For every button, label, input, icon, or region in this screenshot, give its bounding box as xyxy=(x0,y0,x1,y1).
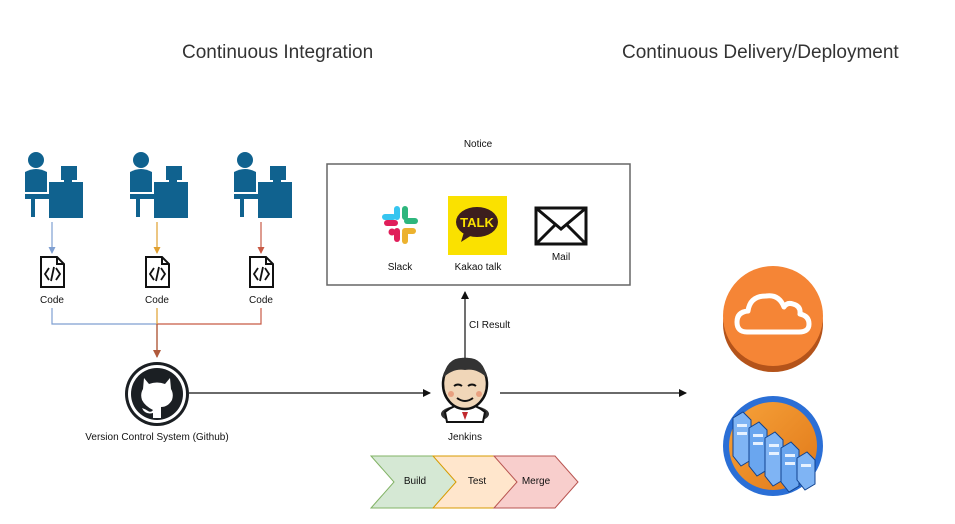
ci-heading: Continuous Integration xyxy=(182,42,374,63)
kakaotalk-badge: TALK xyxy=(460,215,494,230)
mail-icon xyxy=(534,206,588,246)
notice-title: Notice xyxy=(463,139,493,150)
pipeline-test-label: Test xyxy=(467,476,487,487)
cd-heading: Continuous Delivery/Deployment xyxy=(622,42,899,63)
jenkins-icon xyxy=(441,357,489,423)
ci-result-label: CI Result xyxy=(469,320,511,331)
mail-label: Mail xyxy=(551,252,571,263)
code-file-icon xyxy=(249,256,274,288)
connector-code-1 xyxy=(51,308,157,325)
pipeline-build-label: Build xyxy=(403,476,427,487)
kakaotalk-icon: TALK xyxy=(448,196,507,255)
github-icon xyxy=(125,362,189,426)
jenkins-label: Jenkins xyxy=(448,432,482,443)
code-file-icon xyxy=(40,256,65,288)
server-cluster-icon xyxy=(723,396,823,496)
code-label: Code xyxy=(40,295,64,306)
connector-code-3 xyxy=(157,308,262,325)
slack-label: Slack xyxy=(387,262,413,273)
slack-icon xyxy=(382,206,418,244)
developer-icon xyxy=(234,152,292,218)
pipeline-stage-merge xyxy=(492,455,579,509)
code-file-icon xyxy=(145,256,170,288)
developer-icon xyxy=(25,152,83,218)
developer-icon xyxy=(130,152,188,218)
code-label: Code xyxy=(145,295,169,306)
kakaotalk-label: Kakao talk xyxy=(454,262,502,273)
code-label: Code xyxy=(249,295,273,306)
cloud-icon xyxy=(723,266,823,372)
pipeline-merge-label: Merge xyxy=(521,476,551,487)
vcs-label: Version Control System (Github) xyxy=(85,432,229,443)
